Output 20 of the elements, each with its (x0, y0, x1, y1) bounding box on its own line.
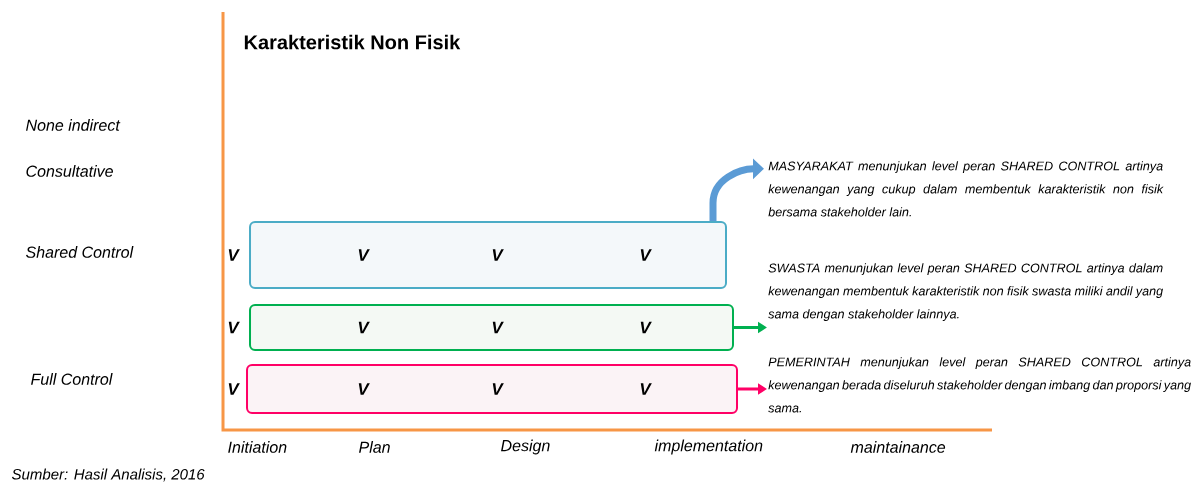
bar: V V V (249, 221, 727, 289)
description-text: MASYARAKAT menunjukan level peran SHARED CONTROL artinya kewenangan yang cukup dalam membentuk karakteristik non fisik bersama stakeholder lain. (768, 161, 1164, 217)
axis-label: implementation (654, 439, 763, 455)
caption: Sumber: Hasil Analisis, 2016 (11, 468, 205, 482)
check-mark: V (228, 249, 240, 261)
row-label: Consultative (26, 165, 113, 177)
check-mark: V (228, 321, 240, 334)
row-label: Shared Control (26, 246, 134, 258)
axis-label: maintainance (850, 441, 946, 453)
check-mark: V (228, 383, 240, 395)
description-text: SWASTA menunjukan level peran SHARED CONTROL artinya dalam kewenangan membentuk karakteristik non fisik swasta miliki andil yang sama dengan stakeholder lainnya. (768, 263, 1163, 321)
row-label: Full Control (31, 373, 113, 385)
axis-label: Plan (359, 441, 390, 453)
description-text: PEMERINTAH menunjukan level peran SHARED CONTROL artinya kewenangan berada diseluruh stakeholder dengan imbang dan proporsi yang sama. (768, 357, 1191, 413)
row-label: None indirect (26, 119, 121, 131)
axis-label: Design (501, 439, 550, 455)
axis-label: Initiation (228, 441, 287, 453)
bar: V V V (249, 304, 734, 351)
bar: V V V (246, 364, 738, 414)
title: Karakteristik Non Fisik (244, 34, 461, 50)
